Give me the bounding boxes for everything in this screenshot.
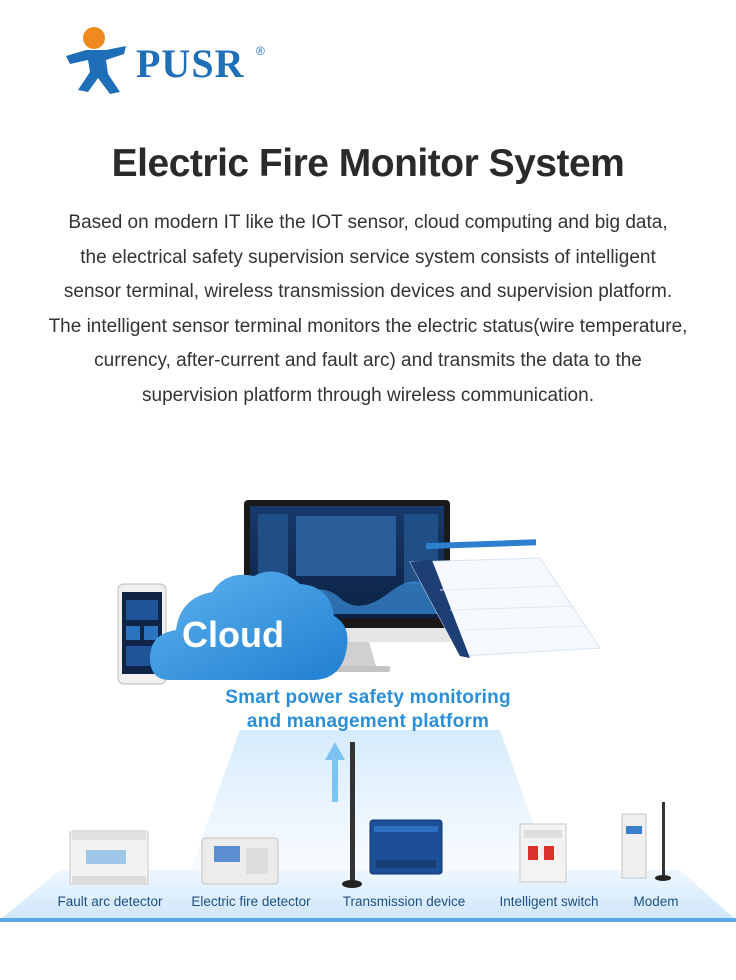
description-line: the electrical safety supervision servic… [80, 246, 656, 268]
pusr-logo: PUSR ® [62, 26, 282, 98]
upload-arrow-icon [325, 742, 345, 802]
illustration-graphics [0, 500, 736, 922]
platform-label: Smart power safety monitoring and manage… [0, 686, 736, 734]
floor-edge [0, 918, 736, 922]
device-label-intelligent-switch: Intelligent switch [499, 894, 599, 909]
device-label-transmission-device: Transmission device [342, 894, 466, 909]
device-label-modem: Modem [633, 894, 679, 909]
description-line: sensor terminal, wireless transmission d… [63, 281, 673, 302]
registered-mark: ® [256, 44, 265, 58]
electric-fire-detector-icon [201, 837, 279, 885]
cloud-icon [150, 571, 348, 680]
pusr-figure-icon [66, 27, 126, 94]
description-line: currency, after-current and fault arc) a… [94, 350, 642, 371]
dashboard-panels [409, 539, 601, 658]
system-illustration: Cloud Smart power safety monitoring and … [0, 480, 736, 980]
platform-label-line: and management platform [246, 711, 490, 732]
description: Based on modern IT like the IOT sensor, … [20, 206, 716, 413]
intelligent-switch-icon [519, 823, 567, 883]
brand-name: PUSR [136, 41, 245, 86]
transmission-device-icon [342, 742, 443, 888]
modem-icon [621, 802, 671, 881]
device-label-electric-fire-detector: Electric fire detector [191, 894, 311, 909]
platform-label-line: Smart power safety monitoring [225, 687, 511, 708]
cloud-label: Cloud [182, 614, 284, 655]
description-line: supervision platform through wireless co… [142, 384, 594, 406]
page-title: Electric Fire Monitor System [111, 142, 625, 185]
description-line: The intelligent sensor terminal monitors… [48, 315, 688, 337]
fault-arc-detector-icon [69, 830, 149, 885]
device-label-fault-arc-detector: Fault arc detector [57, 894, 163, 909]
device-labels: Fault arc detector Electric fire detecto… [0, 886, 736, 916]
description-line: Based on modern IT like the IOT sensor, … [68, 212, 668, 233]
